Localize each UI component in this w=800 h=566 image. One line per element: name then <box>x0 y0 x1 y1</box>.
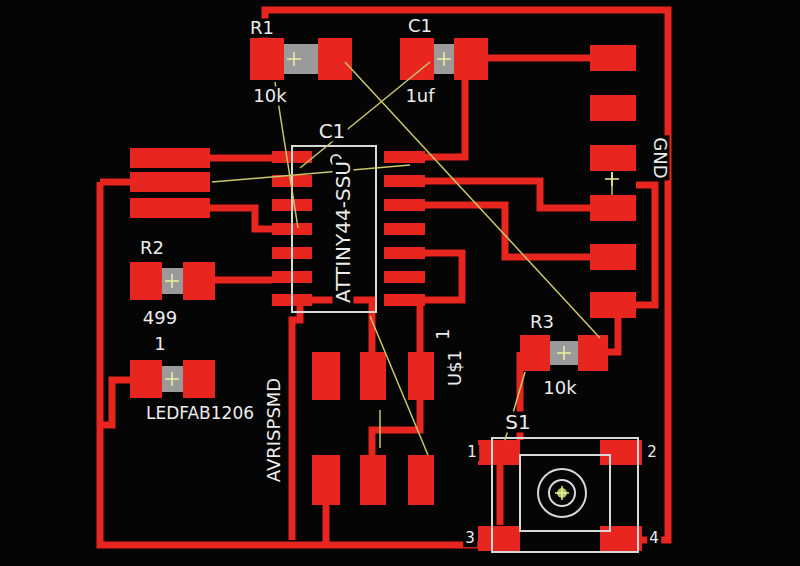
part-name: R2 <box>138 239 166 258</box>
copper-traces <box>100 10 668 545</box>
part-value: LEDFAB1206 <box>144 405 256 423</box>
part-name: C1 <box>317 121 348 142</box>
origin-crosses <box>165 52 619 500</box>
part-value: 10k <box>251 87 288 106</box>
net-label: GND <box>651 135 670 180</box>
part-name: R3 <box>528 313 556 332</box>
silkscreen <box>292 146 638 552</box>
part-value: AVRISPSMD <box>265 376 284 484</box>
pin-number: 3 <box>463 531 477 547</box>
pin-number: 1 <box>152 335 167 354</box>
part-name: C1 <box>406 17 434 36</box>
part-name: S1 <box>503 412 532 433</box>
part-bodies <box>162 44 578 392</box>
pin-number: 1 <box>465 445 479 461</box>
part-name: U$1 <box>446 348 465 388</box>
pin-number: 1 <box>435 327 453 342</box>
part-value: ATTINY44-SSU <box>333 159 354 305</box>
part-value: 10k <box>541 379 578 398</box>
part-value: 499 <box>141 309 179 328</box>
pin-number: 2 <box>645 445 659 461</box>
pin-number: 4 <box>647 531 661 547</box>
smd-pads <box>130 38 642 551</box>
part-value: 1uf <box>403 87 436 106</box>
part-name: R1 <box>248 19 276 38</box>
